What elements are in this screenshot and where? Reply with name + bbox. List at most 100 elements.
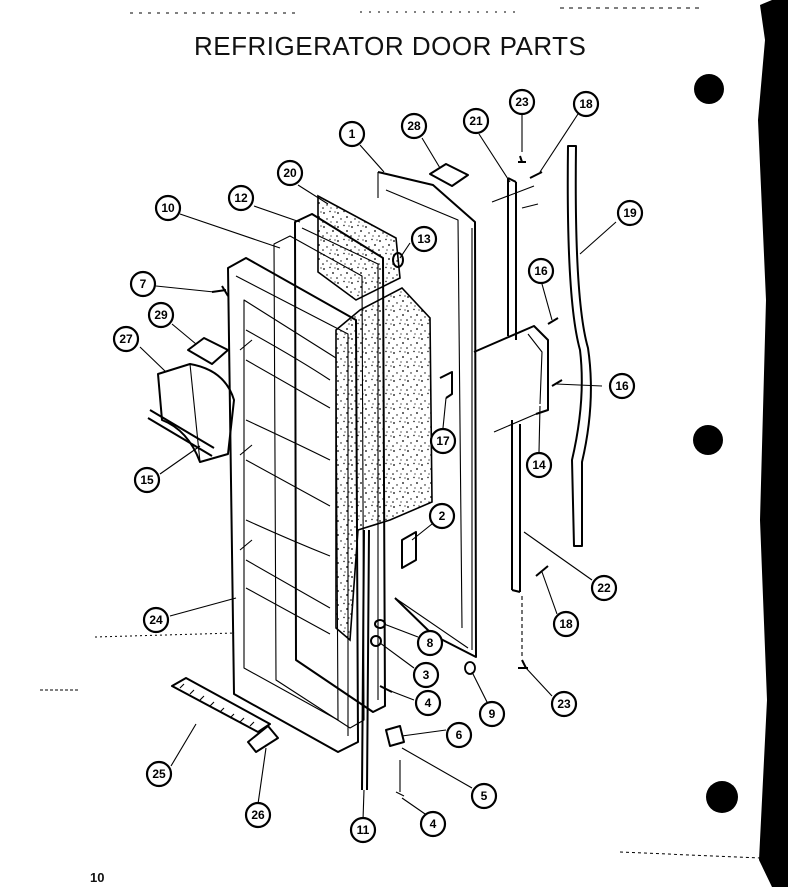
scan-specks: [40, 7, 761, 859]
callout-25: 25: [145, 760, 173, 788]
svg-text:17: 17: [436, 434, 450, 448]
svg-text:23: 23: [515, 95, 529, 109]
bin-retainer-bar: [147, 409, 215, 457]
callout-23-top: 23: [508, 88, 536, 116]
svg-text:7: 7: [140, 277, 147, 291]
callout-1: 1: [338, 120, 366, 148]
svg-text:18: 18: [559, 617, 573, 631]
svg-text:4: 4: [425, 696, 432, 710]
svg-text:16: 16: [534, 264, 548, 278]
svg-text:25: 25: [152, 767, 166, 781]
lower-channel: [493, 413, 537, 593]
callout-4-upper: 4: [414, 689, 442, 717]
callout-10: 10: [154, 194, 182, 222]
callout-26: 26: [244, 801, 272, 829]
callout-16-upper: 16: [527, 257, 555, 285]
svg-text:14: 14: [532, 458, 546, 472]
callout-13: 13: [410, 225, 438, 253]
svg-text:2: 2: [439, 509, 446, 523]
svg-text:26: 26: [251, 808, 265, 822]
svg-text:4: 4: [430, 817, 437, 831]
svg-text:27: 27: [119, 332, 133, 346]
svg-text:29: 29: [154, 308, 168, 322]
callout-29: 29: [147, 301, 175, 329]
label-plate: [429, 163, 469, 187]
binder-hole-middle: [693, 425, 723, 455]
svg-text:21: 21: [469, 114, 483, 128]
svg-text:28: 28: [407, 119, 421, 133]
svg-text:20: 20: [283, 166, 297, 180]
hinge-bracket: [401, 531, 417, 569]
screw-23-bottom: [518, 659, 528, 669]
callout-15: 15: [133, 466, 161, 494]
svg-text:24: 24: [149, 613, 163, 627]
svg-text:3: 3: [423, 668, 430, 682]
callout-18-top: 18: [572, 90, 600, 118]
panel-screw: [392, 252, 404, 268]
callout-14: 14: [525, 451, 553, 479]
callout-28: 28: [400, 112, 428, 140]
callout-7: 7: [129, 270, 157, 298]
svg-text:6: 6: [456, 728, 463, 742]
kick-grille: [171, 677, 271, 733]
binder-hole-top: [694, 74, 724, 104]
svg-text:22: 22: [597, 581, 611, 595]
svg-text:5: 5: [481, 789, 488, 803]
bracket: [439, 371, 453, 399]
door-gasket: [273, 213, 386, 729]
screw-18-bottom: [535, 565, 549, 577]
page-number: 10: [90, 870, 104, 885]
callout-11: 11: [349, 816, 377, 844]
upper-channel: [491, 177, 539, 340]
svg-text:15: 15: [140, 473, 154, 487]
callout-2: 2: [428, 502, 456, 530]
svg-text:12: 12: [234, 191, 248, 205]
callout-18-bottom: 18: [552, 610, 580, 638]
callout-16-lower: 16: [608, 372, 636, 400]
screw: [211, 285, 229, 297]
callout-27: 27: [112, 325, 140, 353]
callout-6: 6: [445, 721, 473, 749]
svg-text:18: 18: [579, 97, 593, 111]
svg-text:13: 13: [417, 232, 431, 246]
lower-hinge: [385, 725, 405, 797]
washer-8: [374, 619, 386, 629]
screw-3: [370, 635, 382, 647]
page-title: REFRIGERATOR DOOR PARTS: [194, 31, 586, 61]
callout-9: 9: [478, 700, 506, 728]
binder-hole-bottom: [706, 781, 738, 813]
callout-21: 21: [462, 107, 490, 135]
handle-bracket: [473, 325, 549, 415]
vertical-rod: [361, 529, 370, 791]
inner-door-liner: [227, 257, 359, 753]
svg-text:23: 23: [557, 697, 571, 711]
svg-text:19: 19: [623, 206, 637, 220]
callout-5: 5: [470, 782, 498, 810]
callout-22: 22: [590, 574, 618, 602]
hinge-cover: [247, 725, 279, 753]
callout-8: 8: [416, 629, 444, 657]
callout-3: 3: [412, 661, 440, 689]
svg-text:8: 8: [427, 636, 434, 650]
svg-text:16: 16: [615, 379, 629, 393]
callouts: 1 28 21 23 18 20 12 10 13 19 7 16 29 27 …: [112, 88, 644, 844]
callout-23-bottom: 23: [550, 690, 578, 718]
door-bin: [157, 363, 235, 463]
callout-12: 12: [227, 184, 255, 212]
leader-lines: [139, 113, 617, 821]
screw-16-upper: [547, 317, 559, 325]
scan-edge-right: [758, 0, 788, 887]
callout-20: 20: [276, 159, 304, 187]
hinge-pin-9: [464, 661, 476, 675]
svg-text:10: 10: [161, 201, 175, 215]
screw-18-top: [529, 171, 543, 179]
callout-17: 17: [429, 427, 457, 455]
svg-text:9: 9: [489, 707, 496, 721]
screw-23-top: [518, 155, 526, 163]
screw-16-lower: [551, 379, 563, 387]
callout-4-lower: 4: [419, 810, 447, 838]
svg-text:1: 1: [349, 127, 356, 141]
callout-24: 24: [142, 606, 170, 634]
shelf-clip: [187, 337, 229, 365]
